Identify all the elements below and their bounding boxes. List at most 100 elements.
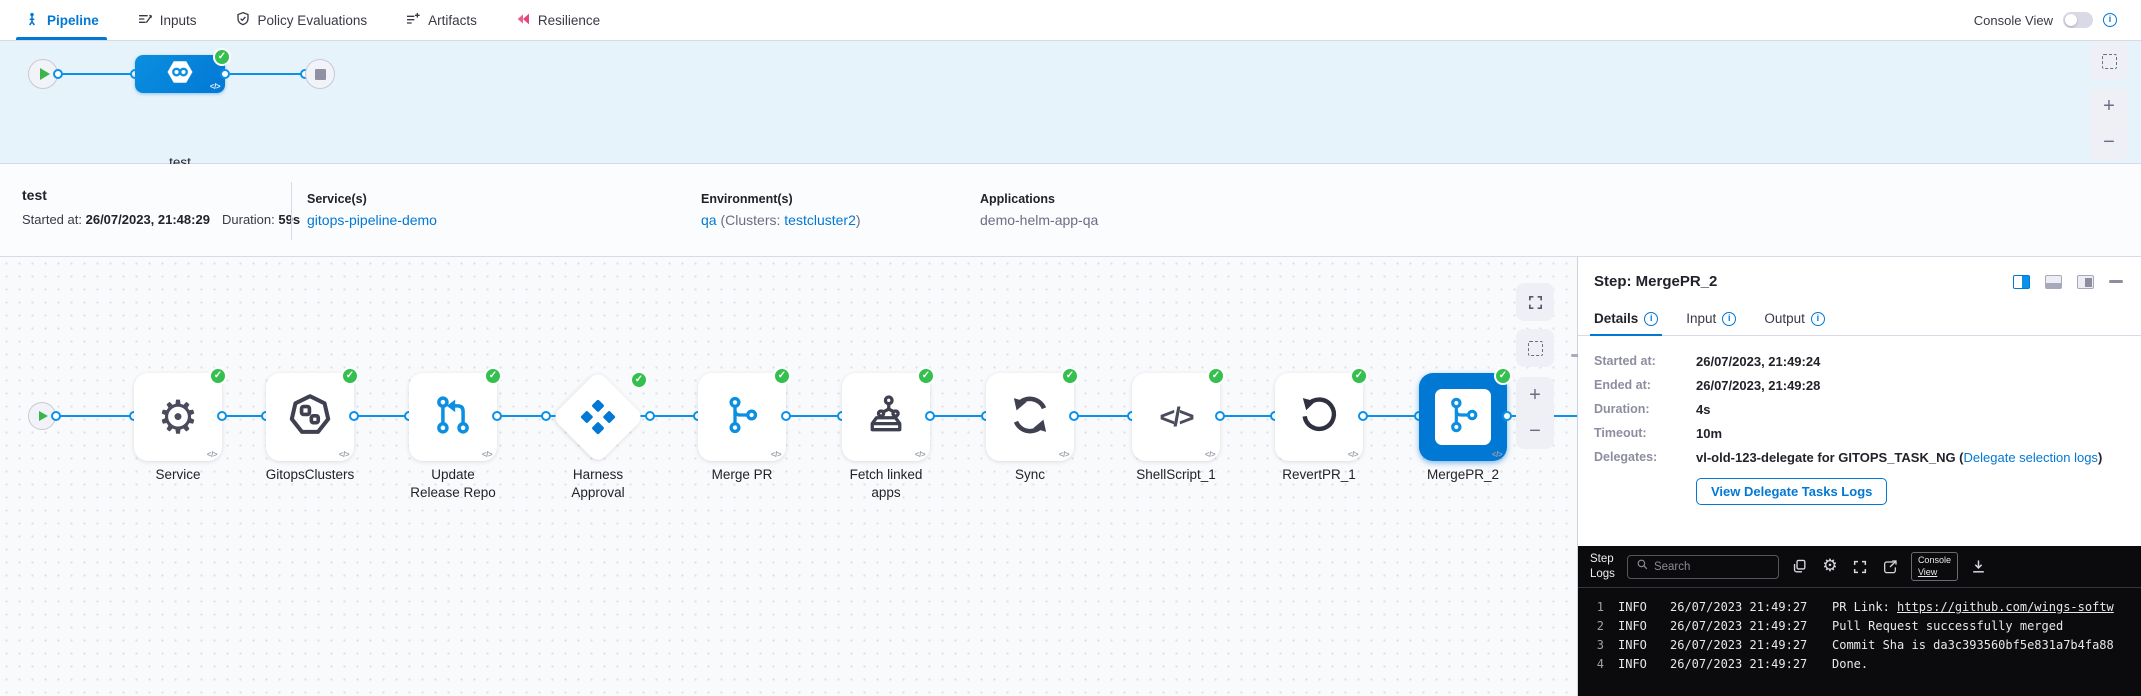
graph-select-tool-button[interactable]	[1516, 329, 1554, 367]
edge-dot	[541, 411, 551, 421]
step-node-shellscript-1[interactable]: </> ✓ </>	[1132, 367, 1225, 461]
delegate-selection-logs-link[interactable]: Delegate selection logs	[1963, 450, 2098, 465]
success-check-badge: ✓	[1207, 367, 1225, 385]
service-link[interactable]: gitops-pipeline-demo	[307, 212, 437, 228]
step-node-fetch-linked-apps[interactable]: ✓ </>	[842, 367, 935, 461]
sync-icon	[1007, 392, 1053, 443]
console-view-info-icon[interactable]: i	[2103, 13, 2117, 27]
code-mini-icon: </>	[338, 450, 350, 459]
approval-diamond-icon	[571, 390, 625, 444]
code-mini-icon: </>	[1204, 450, 1216, 459]
stage-graph-select-tool-button[interactable]	[2090, 42, 2128, 80]
tab-inputs[interactable]: Inputs	[137, 0, 197, 40]
selected-step-inner	[1435, 389, 1491, 445]
log-line: 1 INFO 26/07/2023 21:49:27 PR Link: http…	[1596, 600, 2114, 614]
gear-icon: ⚙	[157, 390, 199, 444]
open-in-new-icon[interactable]	[1881, 558, 1899, 576]
environment-link[interactable]: qa	[701, 212, 717, 228]
stage-node-test[interactable]: ✓ </>	[135, 48, 231, 93]
step-label: ShellScript_1	[1136, 467, 1216, 482]
step-node-gitopsclusters[interactable]: ✓ </>	[266, 367, 359, 461]
minimize-panel-icon[interactable]	[2109, 280, 2123, 283]
execution-tabs: Pipeline Inputs Policy Evaluations Artif…	[16, 0, 600, 40]
layout-right-view-icon[interactable]	[2077, 274, 2094, 289]
code-mini-icon: </>	[1347, 450, 1359, 459]
layout-split-view-icon[interactable]	[2013, 274, 2030, 289]
stage-end-node	[305, 59, 335, 89]
tab-pipeline[interactable]: Pipeline	[16, 0, 107, 40]
console-view-toggle[interactable]	[2063, 12, 2093, 28]
success-check-badge: ✓	[213, 48, 231, 66]
step-node-merge-pr[interactable]: ✓ </>	[698, 367, 791, 461]
details-info-icon[interactable]: i	[1644, 311, 1659, 326]
duration-value: 59s	[278, 212, 301, 227]
stop-icon	[314, 68, 326, 80]
play-icon	[39, 68, 50, 80]
step-node-sync[interactable]: ✓ </>	[986, 367, 1079, 461]
edge-dot	[1069, 411, 1079, 421]
step-node-service[interactable]: ⚙ ✓ </>	[134, 367, 227, 461]
environments-label: Environment(s)	[701, 192, 793, 206]
step-node-update-release-repo[interactable]: ✓ </>	[409, 367, 502, 461]
input-info-icon[interactable]: i	[1722, 311, 1737, 326]
log-settings-gear-icon[interactable]: ⚙	[1822, 556, 1838, 576]
pipeline-execution-graph: ⚙ ✓ </> Service ✓ </> GitopsClusters ✓ <…	[0, 257, 1578, 696]
tab-label: Inputs	[159, 12, 197, 28]
log-line: 2 INFO 26/07/2023 21:49:27 Pull Request …	[1596, 619, 2064, 633]
applications-value: demo-helm-app-qa	[980, 212, 1099, 228]
code-mini-icon: </>	[481, 450, 493, 459]
log-lines: 1 INFO 26/07/2023 21:49:27 PR Link: http…	[1578, 588, 2141, 674]
duration-label: Duration:	[222, 212, 275, 227]
download-logs-icon[interactable]	[1970, 558, 1988, 576]
started-label: Started at:	[22, 212, 82, 227]
dashed-selection-icon	[2101, 53, 2117, 69]
log-search-box[interactable]	[1626, 554, 1779, 579]
edge-dot	[1502, 411, 1512, 421]
copy-logs-icon[interactable]	[1791, 558, 1809, 576]
tab-resilience[interactable]: Resilience	[515, 0, 600, 40]
zoom-in-button[interactable]: +	[2103, 95, 2115, 117]
zoom-in-button[interactable]: +	[1529, 384, 1541, 406]
step-label: MergePR_2	[1426, 467, 1500, 482]
gitops-hexagon-icon	[165, 57, 195, 92]
search-icon	[1636, 558, 1649, 576]
clusters-text: (Clusters:	[716, 212, 785, 228]
applications-label: Applications	[980, 192, 1056, 206]
console-view-mode-button[interactable]: Console View	[1910, 551, 1958, 582]
code-mini-icon: </>	[209, 82, 221, 91]
code-mini-icon: </>	[914, 450, 926, 459]
edge-dot	[53, 69, 63, 79]
tab-policy-evaluations[interactable]: Policy Evaluations	[235, 0, 368, 40]
tab-label: Policy Evaluations	[257, 12, 368, 28]
started-value: 26/07/2023, 21:48:29	[85, 212, 210, 227]
log-fullscreen-icon[interactable]	[1851, 558, 1869, 576]
zoom-out-button[interactable]: −	[1529, 420, 1541, 442]
detail-row-started: Started at: 26/07/2023, 21:49:24	[1594, 354, 1821, 369]
layout-bottom-view-icon[interactable]	[2045, 274, 2062, 289]
step-logs-console: Step Logs ⚙ Console View 1 INFO	[1578, 546, 2141, 696]
view-delegate-tasks-logs-button[interactable]: View Delegate Tasks Logs	[1696, 478, 1888, 505]
stage-start-node	[28, 59, 58, 89]
log-line: 3 INFO 26/07/2023 21:49:27 Commit Sha is…	[1596, 638, 2114, 652]
zoom-out-button[interactable]: −	[2103, 131, 2115, 153]
graph-zoom-panel: + −	[1516, 377, 1554, 449]
toggle-knob	[2065, 14, 2077, 26]
success-check-badge: ✓	[1061, 367, 1079, 385]
code-icon: </>	[1159, 401, 1194, 432]
pr-link[interactable]: https://github.com/wings-softw	[1897, 600, 2114, 614]
gitops-clusters-icon	[287, 392, 333, 443]
tab-artifacts[interactable]: Artifacts	[405, 0, 477, 40]
code-mini-icon: </>	[1491, 450, 1503, 459]
step-node-mergepr-2[interactable]: ✓ </>	[1419, 367, 1512, 461]
cluster-link[interactable]: testcluster2	[784, 212, 856, 228]
run-summary-bar: test Started at: 26/07/2023, 21:48:29 Du…	[0, 164, 2141, 257]
log-search-input[interactable]	[1653, 560, 1764, 573]
output-info-icon[interactable]: i	[1810, 311, 1825, 326]
step-node-revertpr-1[interactable]: ✓ </>	[1275, 367, 1368, 461]
graph-fullscreen-button[interactable]	[1516, 283, 1554, 321]
detail-row-ended: Ended at: 26/07/2023, 21:49:28	[1594, 378, 1821, 393]
